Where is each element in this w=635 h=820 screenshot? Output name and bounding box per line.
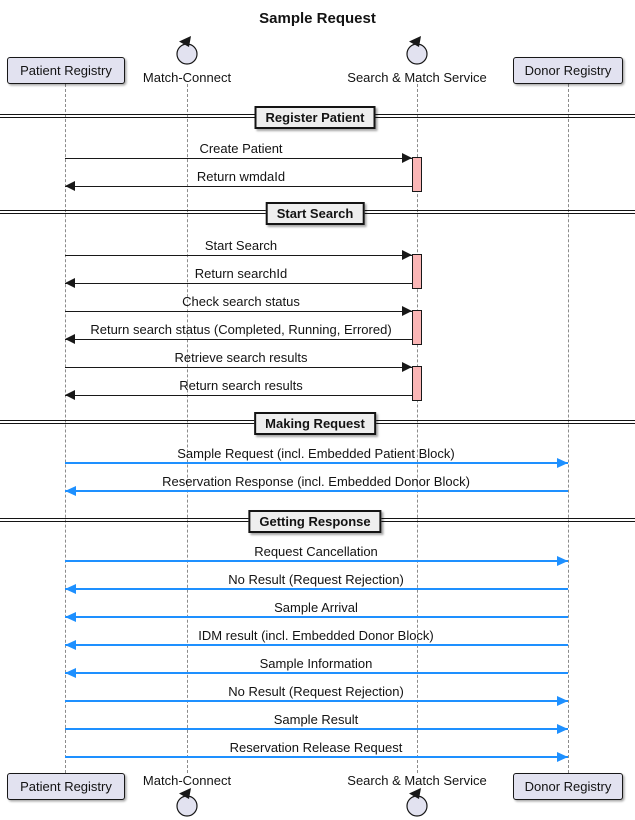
message-label: Sample Result — [273, 712, 359, 727]
lifeline-match-connect — [187, 84, 188, 773]
message-line — [65, 283, 412, 284]
arrowhead-right-icon — [402, 362, 412, 372]
arrowhead-left-icon — [65, 278, 75, 288]
message-line — [65, 672, 568, 674]
message-line — [65, 490, 568, 492]
message-label: Reservation Response (incl. Embedded Don… — [162, 474, 470, 489]
message-label: Return search status (Completed, Running… — [90, 322, 392, 337]
arrowhead-left-icon — [65, 181, 75, 191]
message-line — [65, 462, 568, 464]
diagram-title: Sample Request — [259, 10, 376, 27]
arrowhead-right-icon — [557, 752, 568, 762]
control-icon — [406, 36, 428, 65]
arrowhead-right-icon — [402, 306, 412, 316]
message-line — [65, 700, 568, 702]
arrowhead-right-icon — [402, 153, 412, 163]
participant-label-search-match-service-top: Search & Match Service — [347, 70, 487, 85]
message-label: Sample Information — [259, 656, 373, 671]
divider-register-patient: Register Patient — [254, 106, 376, 129]
control-icon — [176, 36, 198, 65]
divider-making-request: Making Request — [254, 412, 376, 435]
arrowhead-left-icon — [65, 584, 76, 594]
control-icon — [406, 788, 428, 817]
message-line — [65, 588, 568, 590]
arrowhead-left-icon — [65, 668, 76, 678]
arrowhead-left-icon — [65, 640, 76, 650]
message-label: Return searchId — [194, 266, 288, 281]
arrowhead-right-icon — [557, 458, 568, 468]
arrowhead-left-icon — [65, 486, 76, 496]
activation-bar — [412, 366, 422, 401]
arrowhead-right-icon — [557, 696, 568, 706]
lifeline-patient-registry — [65, 84, 66, 773]
message-line — [65, 395, 412, 396]
arrowhead-left-icon — [65, 334, 75, 344]
activation-bar — [412, 310, 422, 345]
message-line — [65, 158, 412, 159]
arrowhead-right-icon — [402, 250, 412, 260]
message-line — [65, 255, 412, 256]
message-label: Request Cancellation — [254, 544, 378, 559]
message-label: Retrieve search results — [174, 350, 308, 365]
message-label: No Result (Request Rejection) — [228, 572, 404, 587]
divider-getting-response: Getting Response — [248, 510, 382, 533]
message-line — [65, 560, 568, 562]
divider-start-search: Start Search — [265, 202, 365, 225]
lifeline-search-match-service — [417, 84, 418, 773]
message-line — [65, 644, 568, 646]
message-line — [65, 728, 568, 730]
participant-box-patient-registry-top: Patient Registry — [7, 57, 125, 84]
message-line — [65, 311, 412, 312]
message-line — [65, 616, 568, 618]
participant-label-search-match-service-bottom: Search & Match Service — [347, 773, 487, 788]
message-line — [65, 186, 412, 187]
message-label: Reservation Release Request — [229, 740, 403, 755]
participant-box-patient-registry-bottom: Patient Registry — [7, 773, 125, 800]
activation-bar — [412, 157, 422, 192]
participant-label-match-connect-bottom: Match-Connect — [142, 773, 232, 788]
participant-box-donor-registry-bottom: Donor Registry — [513, 773, 623, 800]
message-label: Sample Request (incl. Embedded Patient B… — [177, 446, 455, 461]
arrowhead-right-icon — [557, 556, 568, 566]
message-label: No Result (Request Rejection) — [228, 684, 404, 699]
message-label: Start Search — [204, 238, 278, 253]
participant-label-match-connect-top: Match-Connect — [142, 70, 232, 85]
message-label: IDM result (incl. Embedded Donor Block) — [198, 628, 434, 643]
message-line — [65, 756, 568, 758]
arrowhead-left-icon — [65, 390, 75, 400]
arrowhead-left-icon — [65, 612, 76, 622]
activation-bar — [412, 254, 422, 289]
arrowhead-right-icon — [557, 724, 568, 734]
message-label: Return search results — [179, 378, 303, 393]
message-line — [65, 339, 412, 340]
participant-box-donor-registry-top: Donor Registry — [513, 57, 623, 84]
lifeline-donor-registry — [568, 84, 569, 773]
control-icon — [176, 788, 198, 817]
message-label: Create Patient — [199, 141, 283, 156]
message-label: Sample Arrival — [274, 600, 358, 615]
message-label: Check search status — [182, 294, 300, 309]
message-label: Return wmdaId — [196, 169, 286, 184]
message-line — [65, 367, 412, 368]
